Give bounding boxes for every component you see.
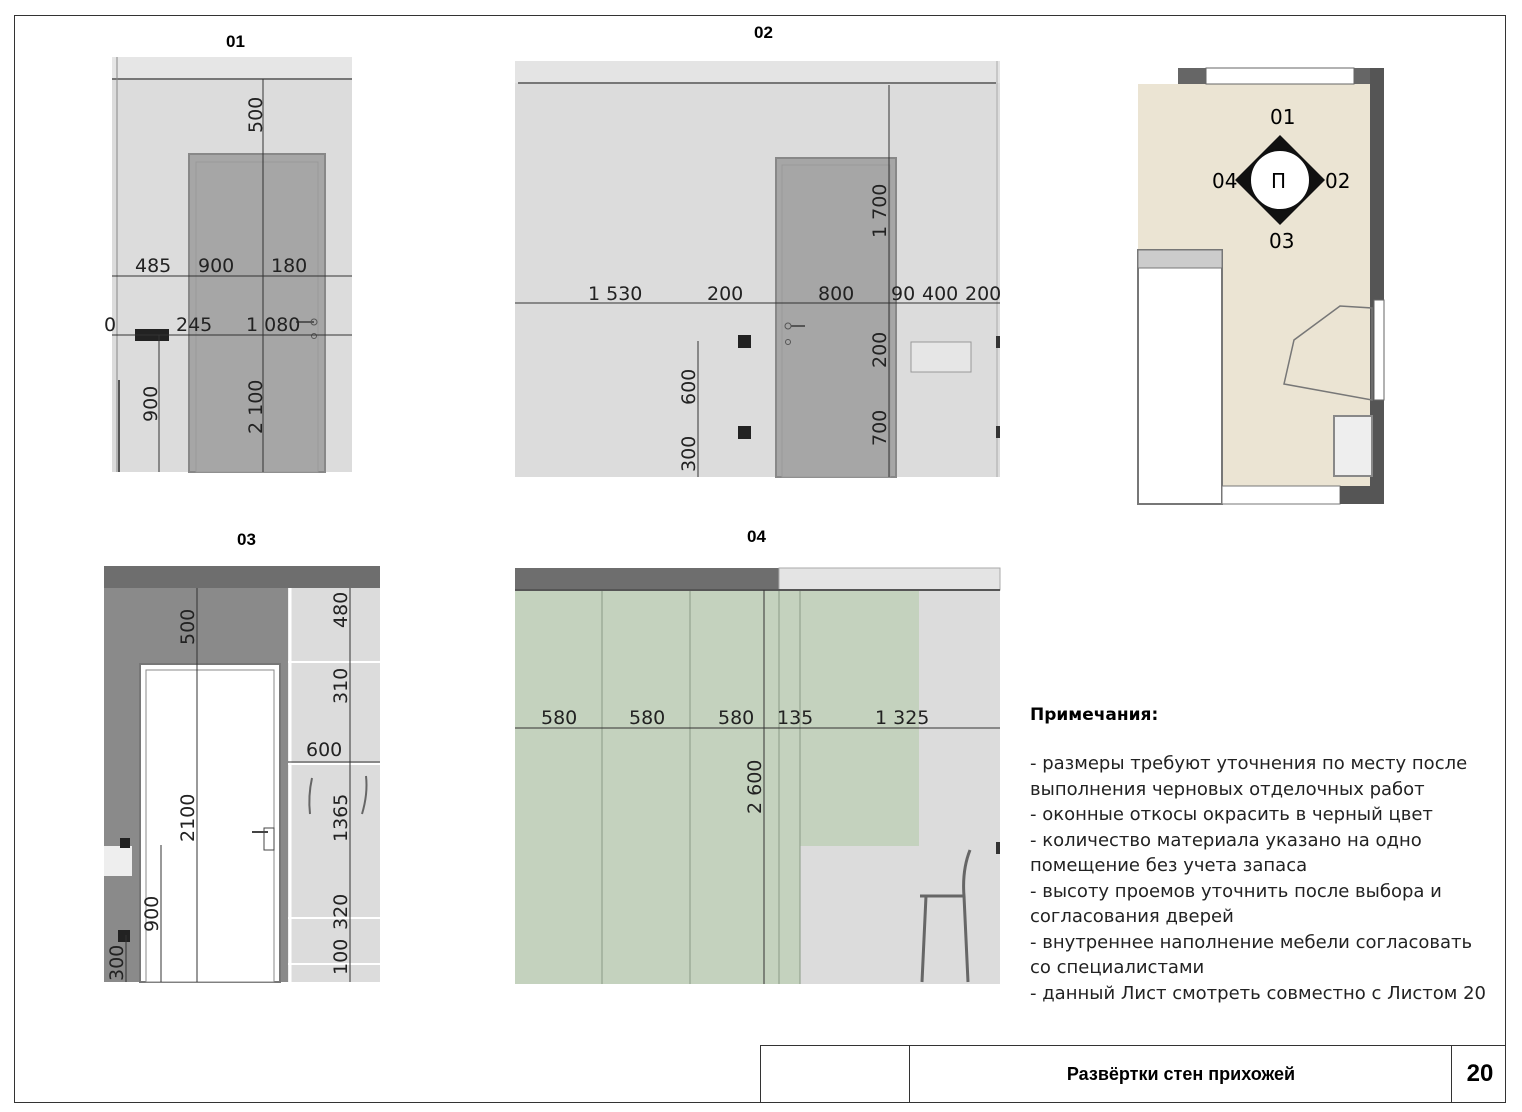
title-block-empty-cell	[761, 1046, 910, 1102]
dim-03-900: 900	[141, 896, 163, 932]
dim-01-485: 485	[135, 255, 171, 277]
dim-01-h2100: 2 100	[245, 380, 267, 434]
dim-02-1530: 1 530	[588, 283, 642, 305]
dim-02-400: 400	[922, 283, 958, 305]
note-item: - количество материала указано на одно п…	[1030, 829, 1422, 877]
dim-02-300: 300	[678, 436, 700, 472]
elevation-04: 580 580 580 135 1 325 2 600	[515, 567, 1001, 984]
view-label-01: 01	[226, 32, 245, 51]
compass-n: 01	[1270, 105, 1295, 129]
note-item: - внутреннее наполнение мебели согласова…	[1030, 931, 1473, 979]
note-item: - размеры требуют уточнения по месту пос…	[1030, 753, 1468, 800]
compass-w: 04	[1212, 169, 1237, 193]
dim-01-h900: 900	[140, 386, 162, 422]
note-item: - данный Лист смотреть совместно с Листо…	[1030, 982, 1486, 1004]
dim-03-500: 500	[177, 609, 199, 645]
compass-s: 03	[1269, 229, 1294, 253]
sheet-number: 20	[1451, 1046, 1508, 1102]
compass-e: 02	[1325, 169, 1350, 193]
dim-01-500: 500	[245, 97, 267, 133]
dim-02-600: 600	[678, 369, 700, 405]
dim-04-135: 135	[777, 707, 813, 729]
panel-02	[910, 341, 972, 373]
dim-01-1080: 1 080	[246, 314, 300, 336]
dim-02-800: 800	[818, 283, 854, 305]
dim-03-600: 600	[306, 739, 342, 761]
notes-block: Примечания: - размеры требуют уточнения …	[1030, 705, 1490, 1006]
view-label-02: 02	[754, 23, 773, 42]
dim-03-2100: 2100	[177, 794, 199, 842]
elevation-03: 500 480 310 600 2100 1365 900 320 100 30…	[104, 566, 380, 983]
dim-04-580c: 580	[718, 707, 754, 729]
note-item: - оконные откосы окрасить в черный цвет	[1030, 804, 1433, 825]
dim-03-300: 300	[106, 945, 128, 981]
dim-01-180: 180	[271, 255, 307, 277]
compass-center: П	[1271, 169, 1286, 193]
dim-03-480: 480	[330, 592, 352, 628]
dim-02-200a: 200	[707, 283, 743, 305]
sheet-title: Развёртки стен прихожей	[1066, 1063, 1296, 1084]
dim-01-245: 245	[176, 314, 212, 336]
dim-02-700: 700	[869, 410, 891, 446]
dim-02-90: 90	[891, 283, 915, 305]
dim-04-1325: 1 325	[875, 707, 929, 729]
dim-03-320: 320	[330, 894, 352, 930]
dim-04-580b: 580	[629, 707, 665, 729]
dim-02-1700: 1 700	[869, 184, 891, 238]
dim-01-900: 900	[198, 255, 234, 277]
dim-03-100: 100	[330, 939, 352, 975]
notes-title: Примечания:	[1030, 705, 1159, 725]
cabinet-03	[288, 588, 380, 982]
plan-view: 01 02 03 04 П	[1137, 67, 1385, 505]
dim-03-1365: 1365	[330, 794, 352, 842]
dim-02-200b: 200	[965, 283, 1001, 305]
dim-03-310: 310	[330, 668, 352, 704]
chair-04	[920, 849, 972, 983]
view-label-04: 04	[747, 527, 766, 546]
elevation-02: 1 530 200 800 90 400 200 1 700 200 700 6…	[515, 61, 1001, 478]
socket-02a	[738, 335, 751, 348]
wall-02	[515, 61, 1000, 477]
title-block: Развёртки стен прихожей 20	[760, 1045, 1506, 1103]
note-item: - высоту проемов уточнить после выбора и…	[1030, 880, 1442, 928]
dim-02-h200: 200	[869, 332, 891, 368]
dim-01-left: 0	[104, 314, 116, 336]
dim-04-2600: 2 600	[744, 760, 766, 814]
dim-04-580a: 580	[541, 707, 577, 729]
socket-02b	[738, 426, 751, 439]
view-label-03: 03	[237, 530, 256, 549]
elevation-01: 500 485 900 180 245 1 080 0 900 2 100	[104, 57, 352, 473]
